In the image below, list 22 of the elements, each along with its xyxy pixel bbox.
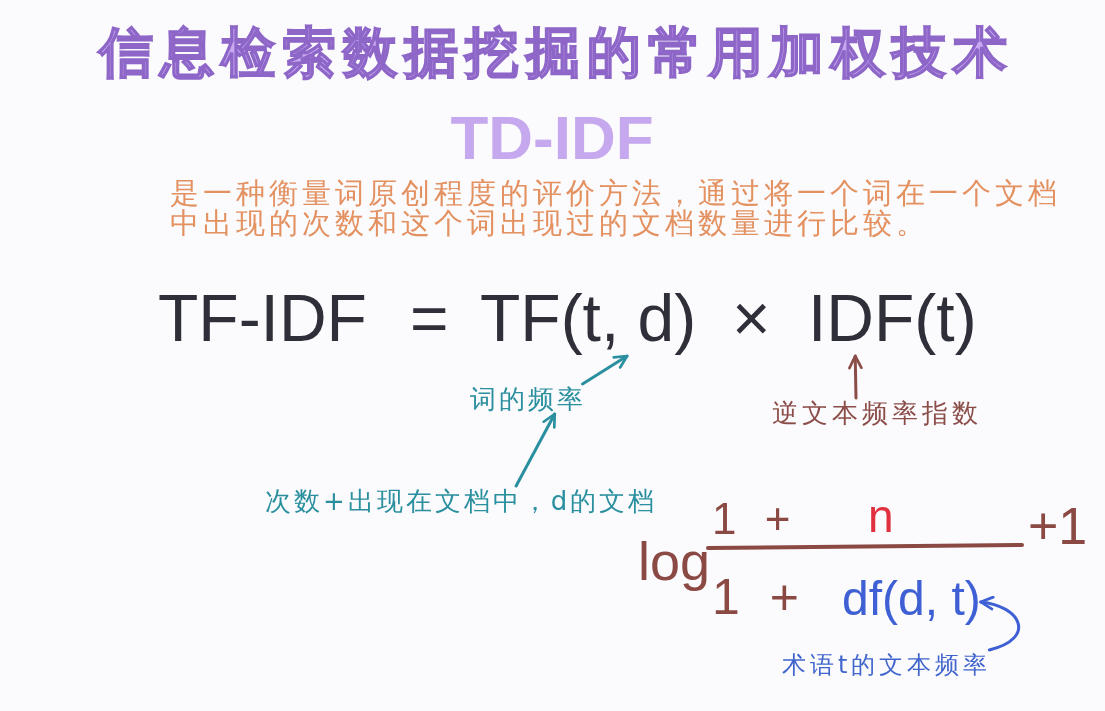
formula-term: 1 + xyxy=(712,494,799,544)
annotation-text: 术语t的文本频率 xyxy=(782,650,992,680)
formula-term: TF(t, d) xyxy=(480,280,697,356)
formula-term: 1 + xyxy=(712,568,807,626)
formula-term: IDF(t) xyxy=(808,280,977,356)
annotation-text: 逆文本频率指数 xyxy=(772,398,982,428)
arrow xyxy=(514,412,557,488)
annotation-text: 次数+出现在文档中，d的文档 xyxy=(265,486,658,516)
arrow xyxy=(848,354,863,400)
variable-text: n xyxy=(868,490,894,542)
arrow xyxy=(979,596,1021,652)
title: 信息检索数据挖掘的常用加权技术 xyxy=(98,20,1014,86)
formula-term: +1 xyxy=(1028,496,1088,556)
annotation-text: 词的频率 xyxy=(470,384,586,414)
formula-term: df(d, t) xyxy=(842,570,981,628)
formula-term: TF-IDF xyxy=(158,280,367,356)
arrow xyxy=(581,354,629,386)
subtitle: TD-IDF xyxy=(450,104,654,172)
equals-sign: = xyxy=(410,280,449,356)
log-term: log xyxy=(638,530,711,592)
description-text: 是一种衡量词原创程度的评价方法，通过将一个词在一个文档中出现的次数和这个词出现过的文档数量进行比较。 xyxy=(170,178,1062,238)
multiply-sign: × xyxy=(732,280,771,356)
